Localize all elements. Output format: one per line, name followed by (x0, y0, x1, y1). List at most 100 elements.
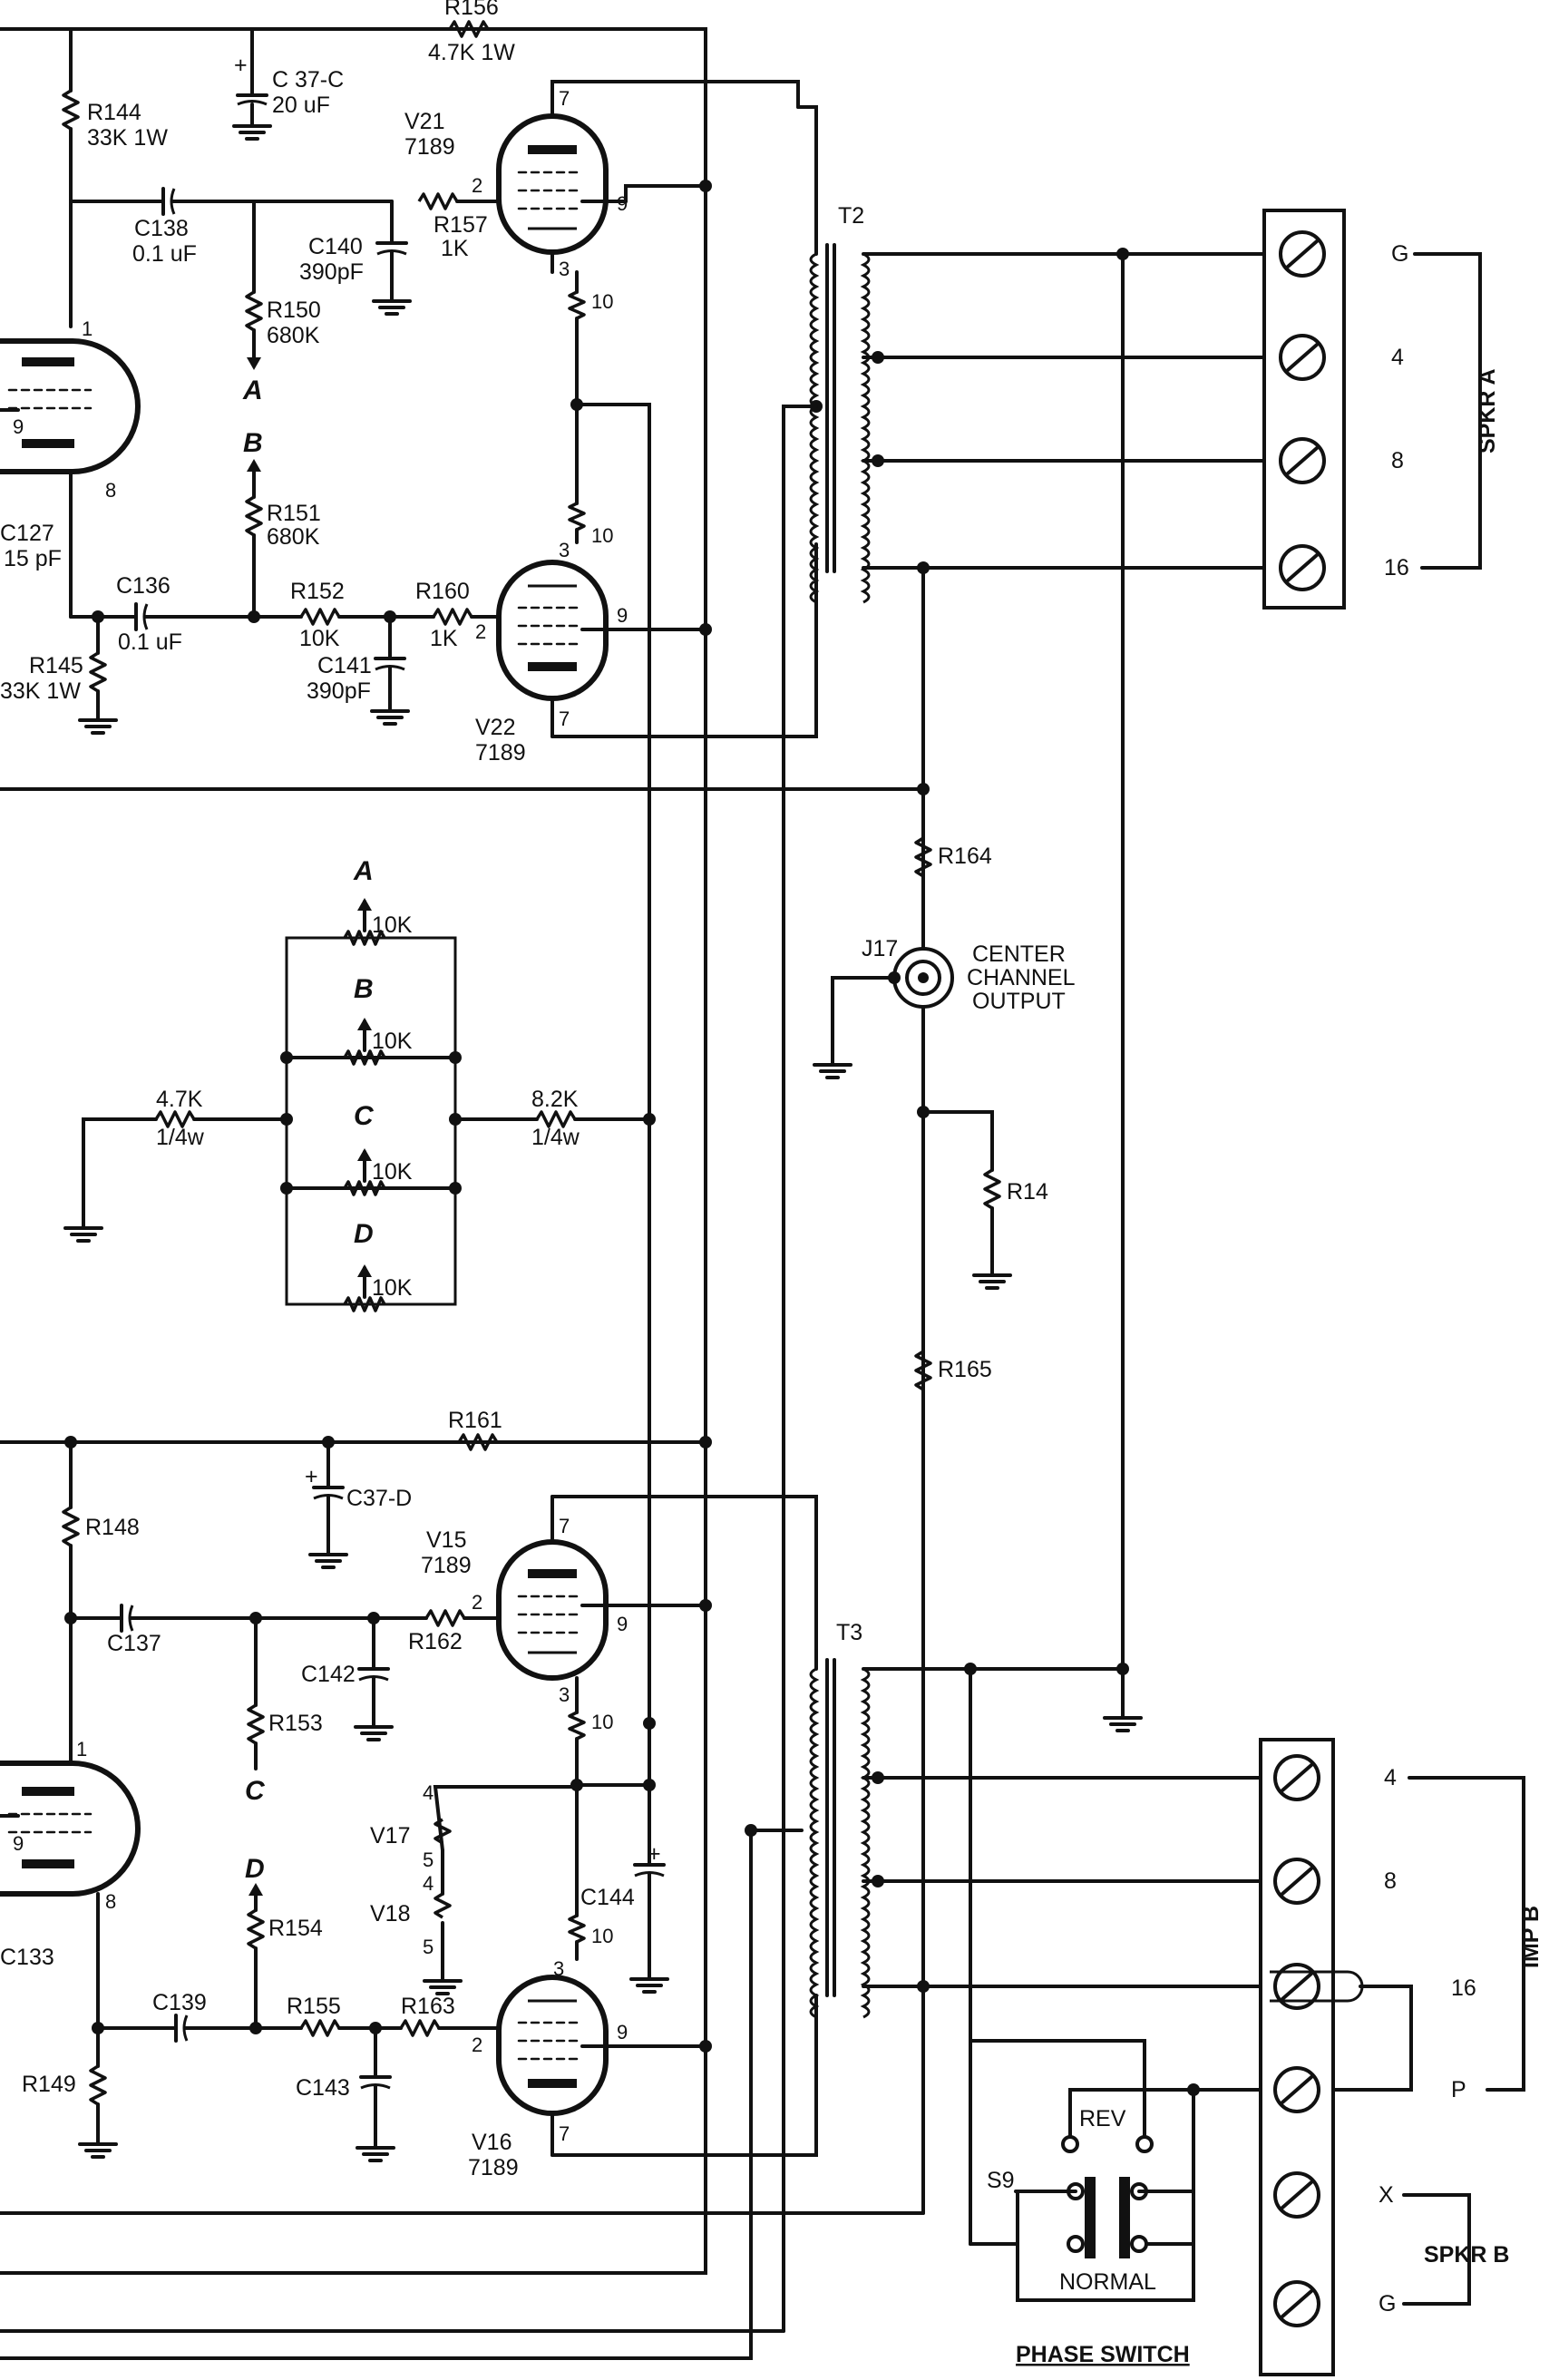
r165-label: R165 (938, 1357, 992, 1382)
term-b-x-label: X (1379, 2182, 1394, 2208)
r156-label: R156 (444, 0, 499, 20)
t3-label: T3 (836, 1620, 862, 1645)
r162-label: R162 (408, 1629, 463, 1654)
v15-tube (496, 1495, 707, 1681)
terminal-b-4 (1273, 1754, 1320, 1801)
v15-cathode-10: 10 (591, 1711, 613, 1733)
driver-tube-top (0, 338, 141, 619)
r152-resistor (299, 608, 341, 626)
c137-label: C137 (107, 1631, 161, 1656)
v22-tube (496, 560, 628, 738)
c127-label: C127 (0, 521, 54, 546)
c141-label: C141 (317, 653, 372, 678)
v18-pin-5: 5 (423, 1936, 434, 1958)
v16-pin-9: 9 (617, 2021, 628, 2043)
phase-switch-s9[interactable]: REV NORMAL S9 (969, 1667, 1262, 2302)
v21-tube (496, 82, 628, 274)
v15-type: 7189 (421, 1553, 472, 1578)
v16-type: 7189 (468, 2155, 519, 2180)
c37d-plus: + (305, 1464, 318, 1489)
switch-rev-label: REV (1079, 2106, 1126, 2131)
v16-cathode-10: 10 (591, 1925, 613, 1947)
r153-resistor (247, 1703, 265, 1745)
r151-resistor (245, 495, 263, 537)
r145-resistor (89, 651, 107, 693)
c136-label: C136 (116, 573, 170, 599)
v22-pin-3: 3 (559, 539, 570, 561)
v21-pin-7: 7 (559, 87, 570, 110)
center-output-2: CHANNEL (967, 965, 1076, 990)
v21-label: V21 (404, 109, 444, 134)
terminal-a-8 (1279, 437, 1326, 484)
terminal-a-16 (1279, 544, 1326, 591)
r156-value: 4.7K 1W (428, 40, 515, 65)
term-b-p-label: P (1451, 2077, 1466, 2102)
r144-resistor (62, 89, 80, 131)
term-b-8-label: 8 (1384, 1868, 1397, 1894)
v22-type: 7189 (475, 740, 526, 766)
v15-pin-3: 3 (559, 1683, 570, 1706)
r160-resistor (432, 608, 473, 626)
t3-secondary-coil (860, 1667, 871, 2019)
t2-label: T2 (838, 203, 864, 229)
term-a-g-label: G (1391, 241, 1408, 267)
term-a-4-label: 4 (1391, 345, 1404, 370)
pot-a-value: 10K (372, 912, 413, 938)
c138-label: C138 (134, 216, 189, 241)
r-4-7k-watt: 1/4w (156, 1125, 205, 1150)
v15-pin-2: 2 (472, 1591, 482, 1614)
spkr-b-label: SPKR B (1424, 2242, 1509, 2268)
r163-label: R163 (401, 1994, 455, 2019)
r148-label: R148 (85, 1515, 140, 1540)
r157-value: 1K (441, 236, 469, 261)
pot-b-letter: B (354, 974, 374, 1004)
r-4-7k-resistor (154, 1110, 196, 1128)
r149-resistor (89, 2064, 107, 2106)
driver-top-pin-9: 9 (13, 415, 24, 438)
r14-resistor (983, 1168, 1001, 1210)
node-d-bottom: D (245, 1854, 265, 1884)
v22-pin-7: 7 (559, 707, 570, 730)
imp-b-label: IMP B (1518, 1906, 1544, 1968)
pot-d-value: 10K (372, 1275, 413, 1301)
r149-label: R149 (22, 2072, 76, 2097)
r150-value: 680K (267, 323, 320, 348)
r152-label: R152 (290, 579, 345, 604)
center-output-3: OUTPUT (972, 989, 1066, 1014)
c37c-plus: + (234, 53, 248, 78)
v21-pin-2: 2 (472, 174, 482, 197)
r154-resistor (247, 1908, 265, 1950)
r162-resistor (424, 1609, 466, 1627)
terminal-strip-b (1259, 1738, 1413, 2376)
t3-transformer (809, 1649, 1262, 2019)
v22-cathode-10: 10 (591, 524, 613, 547)
v21-cathode-10: 10 (591, 290, 613, 313)
r164-resistor (914, 836, 932, 878)
r160-value: 1K (430, 626, 458, 651)
spkr-a-label: SPKR A (1475, 368, 1500, 454)
r157-label: R157 (434, 212, 488, 238)
center-channel-network: R164 J17 CENTER CHANNEL OUTPUT R14 R165 (813, 836, 1076, 1391)
term-a-16-label: 16 (1384, 555, 1409, 580)
v22-pin-2: 2 (475, 620, 486, 643)
pot-c-value: 10K (372, 1159, 413, 1185)
v16-pin-2: 2 (472, 2034, 482, 2056)
center-output-1: CENTER (972, 941, 1066, 967)
r154-label: R154 (268, 1916, 323, 1941)
r155-resistor (299, 2019, 341, 2037)
phase-switch-label: PHASE SWITCH (1016, 2342, 1190, 2367)
v16-label: V16 (472, 2130, 511, 2155)
v17-pin-5: 5 (423, 1848, 434, 1871)
driver-top-pin-1: 1 (82, 317, 93, 340)
r150-resistor (245, 290, 263, 332)
t2-transformer (782, 105, 1266, 2333)
r14-label: R14 (1007, 1179, 1048, 1205)
c37d-label: C37-D (346, 1486, 412, 1511)
terminal-b-g (1273, 2280, 1320, 2327)
v18-pin-4: 4 (423, 1872, 434, 1895)
v15-pin-7: 7 (559, 1515, 570, 1537)
r144-label: R144 (87, 100, 141, 125)
c139-label: C139 (152, 1990, 207, 2015)
r151-label: R151 (267, 501, 321, 526)
